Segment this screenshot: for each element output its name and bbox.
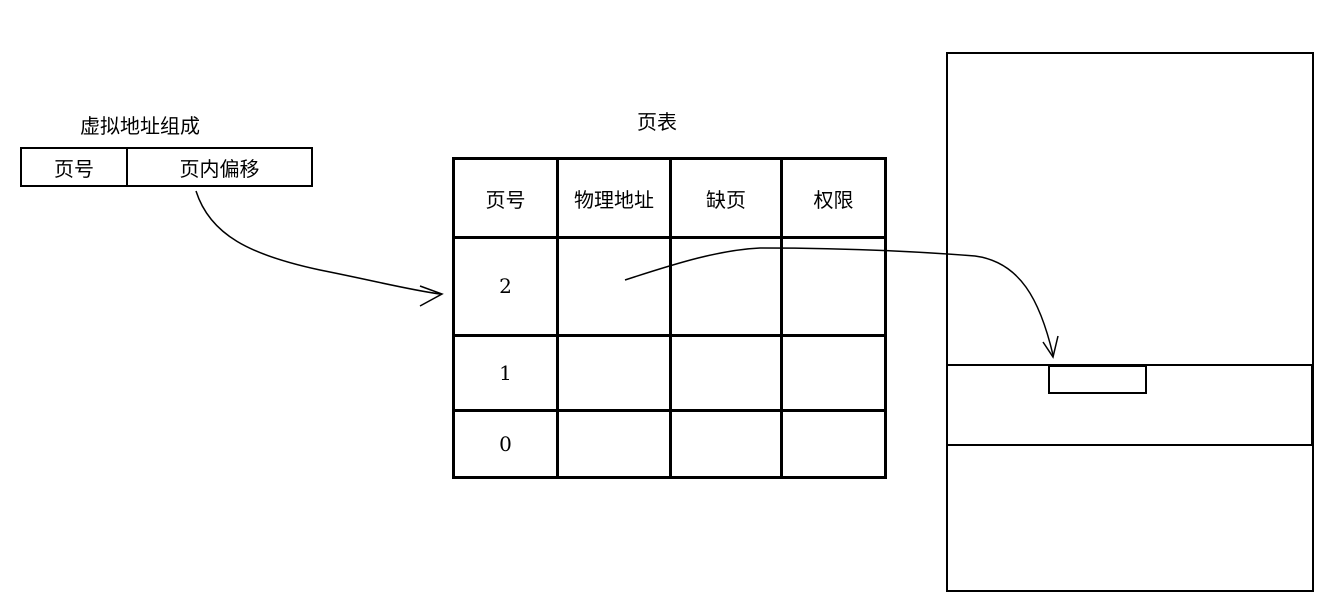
permission-cell [780, 236, 887, 337]
page-fault-cell [669, 408, 783, 480]
permission-cell [780, 408, 887, 480]
column-header-physical-address: 物理地址 [556, 156, 672, 240]
table-row: 1 [452, 333, 887, 412]
va-page-number-field: 页号 [22, 149, 128, 185]
page-fault-cell [669, 333, 783, 412]
physical-address-cell [556, 236, 672, 337]
offset-to-page-table-arrow [195, 190, 441, 295]
virtual-address-title: 虚拟地址组成 [80, 114, 200, 138]
page-number-cell: 1 [452, 333, 559, 412]
virtual-address-box: 页号 页内偏移 [20, 147, 313, 187]
permission-cell [780, 333, 887, 412]
page-fault-cell [669, 236, 783, 337]
column-header-page-number: 页号 [452, 156, 559, 240]
physical-memory-block [946, 52, 1314, 592]
page-table-title: 页表 [637, 110, 677, 134]
page-number-cell: 2 [452, 236, 559, 337]
arrowhead-frame [1042, 335, 1059, 359]
physical-address-cell [556, 333, 672, 412]
va-page-offset-field: 页内偏移 [179, 156, 260, 181]
target-frame-slot [1048, 365, 1147, 394]
page-table: 页号 物理地址 缺页 权限 2 1 0 [452, 156, 887, 480]
arrowhead-page-table [419, 285, 444, 307]
column-header-page-fault: 缺页 [669, 156, 783, 240]
column-header-permission: 权限 [780, 156, 887, 240]
physical-address-to-frame-arrow [624, 247, 1054, 356]
table-row: 2 [452, 236, 887, 337]
page-number-cell: 0 [452, 408, 559, 480]
table-row: 0 [452, 408, 887, 480]
physical-address-cell [556, 408, 672, 480]
page-table-header-row: 页号 物理地址 缺页 权限 [452, 156, 887, 240]
